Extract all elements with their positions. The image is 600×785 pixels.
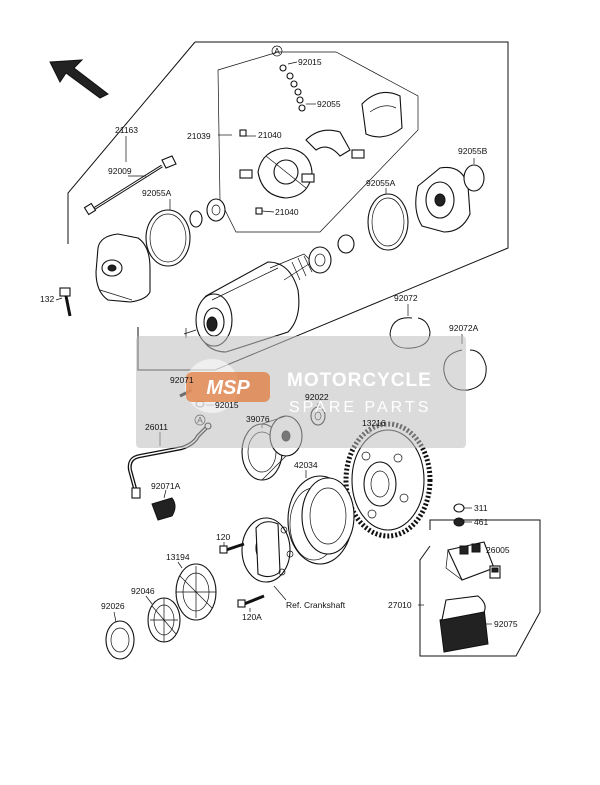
label-92055: 92055 xyxy=(317,99,341,109)
one-way-clutch-13194-part xyxy=(175,563,217,621)
small-spring-column xyxy=(279,64,306,112)
front-direction-arrow xyxy=(49,59,109,99)
label-132: 132 xyxy=(40,294,54,304)
watermark-subtitle: SPARE PARTS xyxy=(289,399,431,416)
marker-a-top xyxy=(271,45,283,57)
label-461: 461 xyxy=(474,517,488,527)
o-ring-left-part xyxy=(145,209,191,267)
label-92071a: 92071A xyxy=(151,481,181,491)
label-92072: 92072 xyxy=(394,293,418,303)
starter-clutch-42034-part xyxy=(287,475,355,565)
leader-ref-crankshaft xyxy=(273,585,287,601)
watermark-logo: MSP xyxy=(206,377,250,399)
label-26011: 26011 xyxy=(145,422,168,432)
o-ring-left-inner xyxy=(149,213,187,263)
label-92055a-right: 92055A xyxy=(366,178,396,188)
label-92071: 92071 xyxy=(170,375,194,385)
label-92075: 92075 xyxy=(494,619,518,629)
starter-relay-27010-part xyxy=(445,541,495,581)
label-39076: 39076 xyxy=(246,414,270,424)
nut-311-part xyxy=(453,503,465,513)
label-13216: 13216 xyxy=(362,418,386,428)
armature-washer-part xyxy=(337,234,355,254)
small-bearing-part xyxy=(206,198,226,222)
o-ring-right-inner xyxy=(371,197,405,247)
label-27010: 27010 xyxy=(388,600,412,610)
label-92046: 92046 xyxy=(131,586,155,596)
label-92015-lower: 92015 xyxy=(215,400,239,410)
label-ref-crankshaft: Ref. Crankshaft xyxy=(286,600,346,610)
brush-holder-part xyxy=(239,147,315,199)
label-21040-lower: 21040 xyxy=(275,207,299,217)
connector-26005-part xyxy=(489,565,501,579)
end-cap-part xyxy=(361,91,403,138)
label-120: 120 xyxy=(216,532,230,542)
label-92072a: 92072A xyxy=(449,323,479,333)
small-bearing-inner xyxy=(211,204,221,216)
screw-21040-upper-part xyxy=(239,129,247,137)
leader-92026 xyxy=(113,611,117,623)
armature-bearing-part xyxy=(308,246,332,274)
bolt-132-part xyxy=(59,287,72,317)
marker-a-top-text: A xyxy=(274,46,280,56)
o-ring-92055b-part xyxy=(463,164,485,192)
screw-21040-lower-part xyxy=(255,207,263,215)
clutch-hub-part xyxy=(241,517,294,583)
washer-92026-inner xyxy=(110,627,130,653)
washer-92026-part xyxy=(105,620,135,660)
label-42034: 42034 xyxy=(294,460,318,470)
boot-92071a-part xyxy=(151,497,176,521)
label-92026: 92026 xyxy=(101,601,125,611)
label-92015-top: 92015 xyxy=(298,57,322,67)
relay-group-outline xyxy=(419,519,541,657)
long-bolt-part xyxy=(83,164,163,216)
rear-cover-part xyxy=(95,233,151,303)
label-311: 311 xyxy=(474,503,488,513)
armature-bearing-inner xyxy=(314,253,326,267)
o-ring-right-part xyxy=(367,193,409,251)
label-92022: 92022 xyxy=(305,392,329,402)
leader-92071a xyxy=(163,489,167,499)
washer-part xyxy=(189,210,203,228)
label-92055b: 92055B xyxy=(458,146,488,156)
label-21040-upper: 21040 xyxy=(258,130,282,140)
part-labels: 21163 21039 21040 21040 92015 92055 9205… xyxy=(40,57,518,629)
watermark-title: MOTORCYCLE xyxy=(287,370,432,391)
label-21163: 21163 xyxy=(115,125,138,135)
washer-461-part xyxy=(453,517,465,527)
bolt-120a-part xyxy=(237,594,265,608)
front-cover-part xyxy=(415,166,471,233)
bolt-120-part xyxy=(219,542,245,554)
label-26005: 26005 xyxy=(486,545,510,555)
relay-cover-92075-part xyxy=(439,595,489,653)
label-120a: 120A xyxy=(242,612,262,622)
leader-lines xyxy=(55,61,475,344)
watermark: MSP MOTORCYCLE SPARE PARTS xyxy=(136,336,466,448)
label-21039: 21039 xyxy=(187,131,211,141)
ring-gear-13216-part xyxy=(343,421,433,539)
leader-92046 xyxy=(145,595,153,605)
label-92055a-left: 92055A xyxy=(142,188,172,198)
brush-spring-part xyxy=(305,129,365,159)
leader-13194 xyxy=(177,561,183,569)
spring-clip-part xyxy=(161,155,177,169)
label-92009: 92009 xyxy=(108,166,132,176)
label-13194: 13194 xyxy=(166,552,190,562)
needle-bearing-92046-part xyxy=(147,597,181,643)
